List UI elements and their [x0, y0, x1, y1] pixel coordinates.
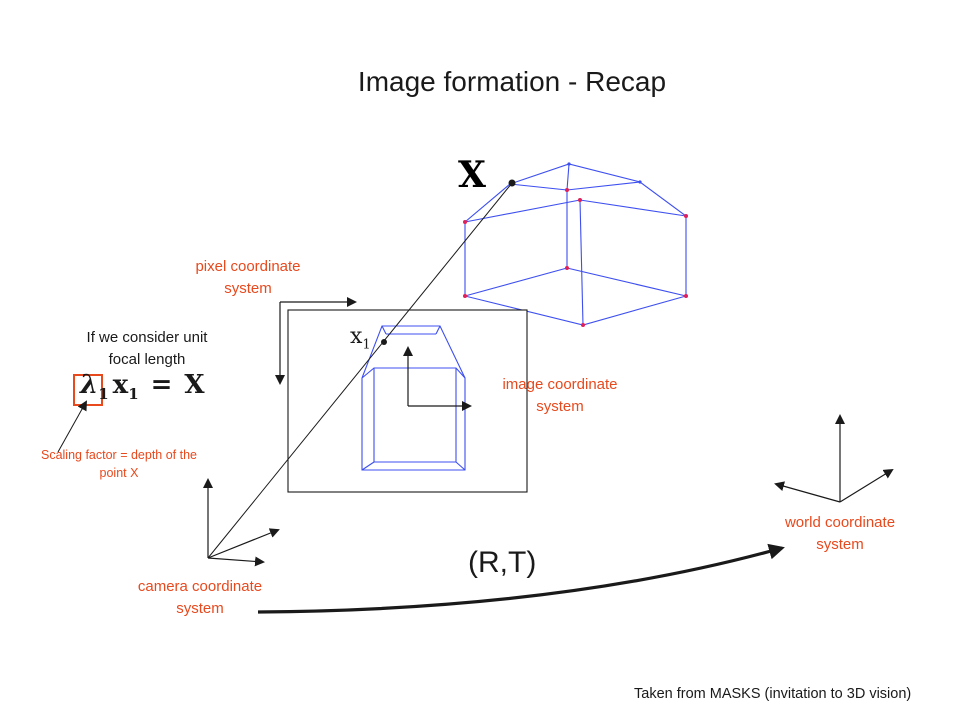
- point-X-dot: [508, 179, 516, 187]
- credit-text: Taken from MASKS (invitation to 3D visio…: [634, 686, 912, 702]
- projection-ray: [207, 182, 513, 559]
- world-axes: [774, 414, 894, 503]
- scaling-factor-line2: point X: [99, 466, 139, 480]
- pixel-coordinate-line2: system: [224, 280, 272, 297]
- camera-coordinate-line1: camera coordinate: [137, 578, 263, 595]
- unit-focal-line1: If we consider unit: [86, 329, 208, 346]
- point-x1-letter: x: [350, 324, 363, 349]
- unit-focal-note: If we consider unit focal length: [62, 327, 232, 371]
- transform-arrow: [257, 543, 785, 614]
- point-x1-label: x1: [350, 324, 371, 352]
- eq-x-sub: 1: [128, 385, 139, 404]
- world-3d-object-vertices: [463, 162, 688, 327]
- image-coordinate-label: image coordinate system: [478, 374, 642, 418]
- world-coordinate-line1: world coordinate: [784, 514, 896, 531]
- pixel-axes: [275, 297, 357, 385]
- lambda-highlight-box: [73, 374, 103, 406]
- world-3d-object: [464, 163, 687, 326]
- point-X-label: X: [458, 154, 486, 196]
- eq-x: x: [112, 370, 129, 400]
- camera-coordinate-label: camera coordinate system: [114, 576, 286, 620]
- image-axes: [403, 346, 472, 411]
- scaling-factor-pointer: [57, 400, 87, 453]
- world-coordinate-label: world coordinate system: [760, 512, 920, 556]
- world-coordinate-line2: system: [816, 536, 864, 553]
- image-coordinate-line1: image coordinate: [502, 376, 618, 393]
- projected-object: [361, 325, 466, 471]
- eq-lambda-sub: 1: [98, 385, 109, 404]
- image-coordinate-line2: system: [536, 398, 584, 415]
- scaling-factor-line1: Scaling factor = depth of the: [40, 448, 197, 462]
- transform-label: (R,T): [468, 546, 537, 579]
- camera-axes: [203, 478, 280, 567]
- point-x1-dot: [381, 339, 387, 345]
- unit-focal-line2: focal length: [108, 351, 186, 368]
- eq-rhs: X: [184, 370, 205, 400]
- eq-lambda: λ: [80, 370, 99, 400]
- camera-coordinate-line2: system: [176, 600, 224, 617]
- pixel-coordinate-line1: pixel coordinate: [195, 258, 301, 275]
- slide-title: Image formation - Recap: [357, 66, 667, 97]
- point-x1-subscript: 1: [362, 337, 371, 353]
- scaling-factor-note: Scaling factor = depth of the point X: [8, 446, 230, 482]
- pixel-coordinate-label: pixel coordinate system: [168, 256, 328, 300]
- eq-equals: =: [150, 370, 173, 400]
